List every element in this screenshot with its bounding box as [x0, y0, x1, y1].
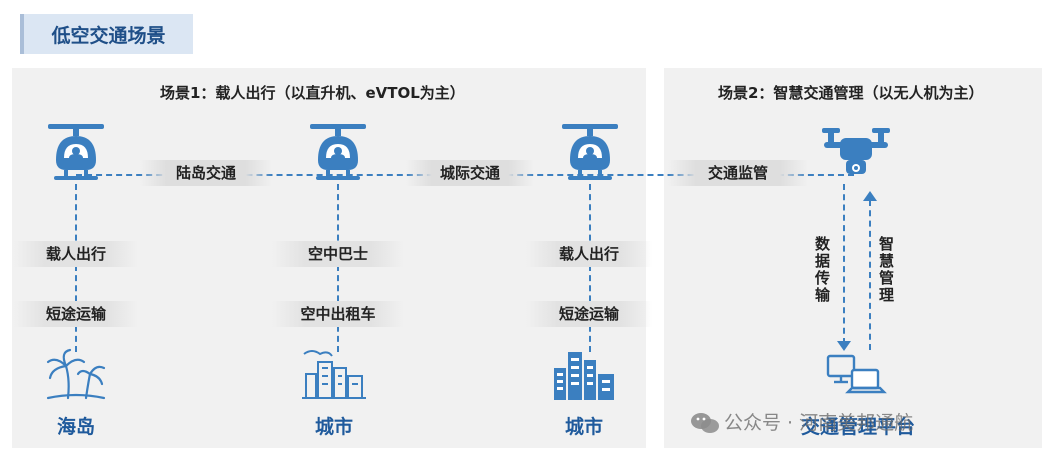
- place-city-2: 城市: [564, 416, 603, 438]
- column3-link: [589, 184, 591, 352]
- city-buildings-icon: [552, 346, 616, 406]
- col2-tag1: 空中巴士: [272, 241, 404, 267]
- arrow-down-icon: [837, 341, 851, 351]
- place-city-1: 城市: [314, 416, 353, 438]
- manage-up-line: [869, 200, 871, 350]
- place-island: 海岛: [56, 416, 95, 438]
- platform-name: 交通管理平台: [800, 416, 915, 438]
- section-title: 低空交通场景: [20, 14, 193, 54]
- arrow-up-icon: [863, 191, 877, 201]
- palm-tree-icon: [46, 348, 106, 404]
- column2-link: [337, 184, 339, 352]
- link-monitoring: 交通监管: [668, 160, 808, 186]
- scene2-title: 场景2：智慧交通管理（以无人机为主）: [718, 84, 984, 102]
- helicopter-icon: [306, 122, 370, 190]
- drone-icon: [820, 124, 892, 186]
- helicopter-icon: [558, 122, 622, 190]
- link-city-city: 城际交通: [406, 160, 534, 186]
- col2-tag2: 空中出租车: [272, 301, 404, 327]
- data-transfer-label: 数据传输: [812, 236, 833, 304]
- col3-tag2: 短途运输: [526, 301, 652, 327]
- link-island-city: 陆岛交通: [140, 160, 272, 186]
- scene1-title: 场景1：载人出行（以直升机、eVTOL为主）: [160, 84, 465, 102]
- data-down-line: [843, 184, 845, 344]
- wechat-icon: [691, 413, 719, 433]
- smart-manage-label: 智慧管理: [876, 236, 897, 304]
- col1-tag1: 载人出行: [14, 241, 138, 267]
- column1-link: [75, 184, 77, 352]
- computer-icon: [826, 354, 890, 400]
- helicopter-icon: [44, 122, 108, 190]
- col1-tag2: 短途运输: [14, 301, 138, 327]
- city-skyline-icon: [302, 346, 366, 404]
- watermark: 公众号 · 河南美邦通航: [724, 412, 914, 434]
- col3-tag1: 载人出行: [526, 241, 652, 267]
